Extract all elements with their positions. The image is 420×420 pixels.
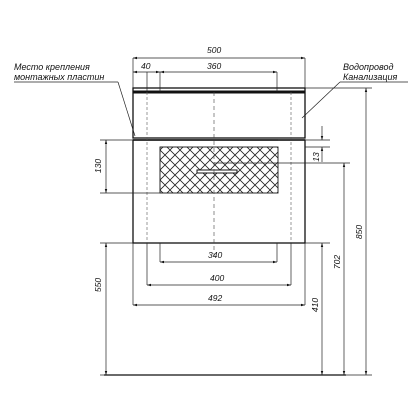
right-vertical-dimensions: 410 702 850 (214, 87, 372, 376)
dim-492-label: 492 (208, 293, 222, 303)
mounting-note-line2: монтажных пластин (14, 72, 104, 82)
mounting-note-line1: Место крепления (14, 62, 90, 72)
dim-702-label: 702 (332, 255, 342, 269)
dimension-130: 130 (93, 139, 160, 194)
cabinet-body (132, 139, 306, 244)
dimension-13: 13 (278, 126, 330, 162)
bottom-dimensions: 340 400 492 (132, 243, 306, 307)
dim-410-label: 410 (310, 298, 320, 312)
countertop (132, 87, 306, 139)
water-note-line1: Водопровод (343, 62, 393, 72)
dim-850-label: 850 (354, 225, 364, 239)
dim-400-label: 400 (210, 273, 224, 283)
dim-40-label: 40 (141, 61, 151, 71)
top-dimensions: 500 40 360 (132, 45, 306, 92)
mounting-plate-note: Место крепления монтажных пластин (14, 62, 136, 137)
dim-13-label: 13 (311, 152, 321, 162)
water-note-line2: Канализация (343, 72, 397, 82)
dimension-550: 550 (93, 242, 133, 376)
dim-360-label: 360 (207, 61, 221, 71)
water-drain-note: Водопровод Канализация (301, 62, 408, 119)
dim-130-label: 130 (93, 159, 103, 173)
cabinet (104, 87, 346, 376)
drawer-handle (196, 169, 238, 174)
dim-550-label: 550 (93, 278, 103, 292)
dim-340-label: 340 (208, 250, 222, 260)
dim-500-label: 500 (207, 45, 221, 55)
